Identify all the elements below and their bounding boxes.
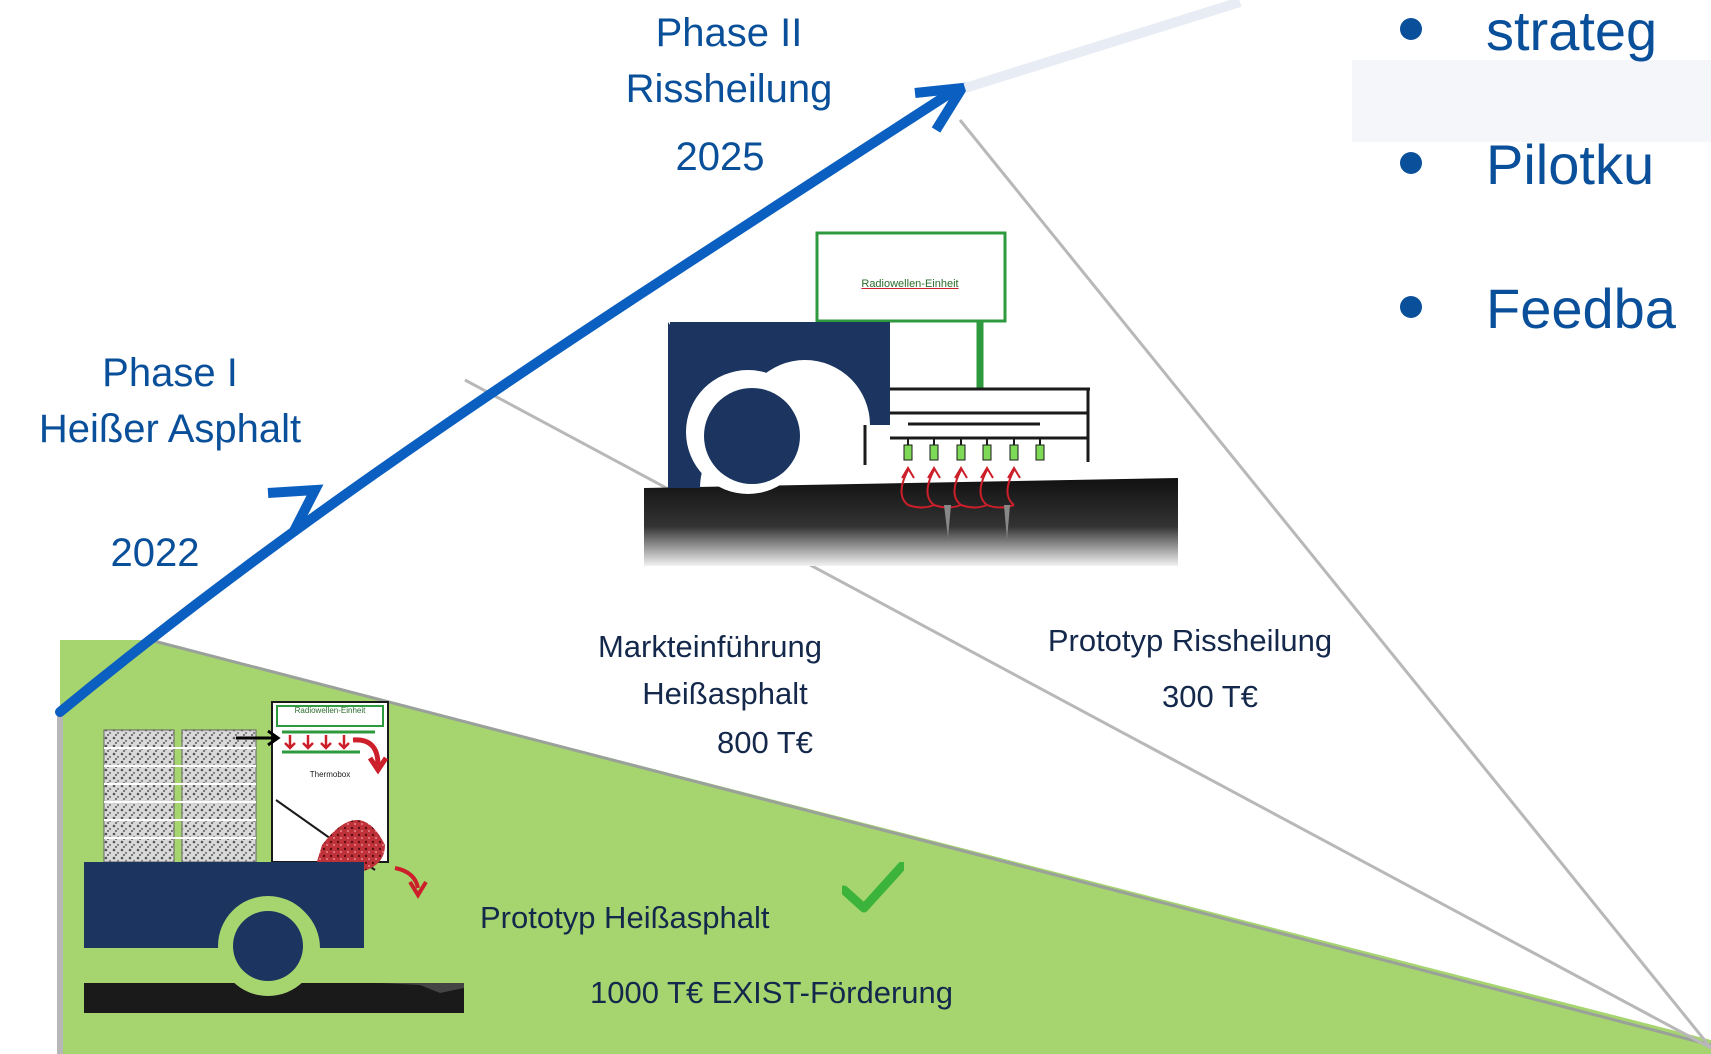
radio-unit-box-small xyxy=(276,705,384,727)
hot-asphalt-funding: 1000 T€ EXIST-Förderung xyxy=(590,975,954,1010)
bullet-dot-icon xyxy=(1400,152,1422,175)
radio-unit-label-small: Radiowellen-Einheit xyxy=(294,706,366,715)
phase-one-title: Phase I xyxy=(102,351,238,395)
phase-two-title: Phase II xyxy=(655,11,803,55)
crack-healing-truck-illustration xyxy=(644,231,1178,566)
bullet-dot-icon xyxy=(1400,296,1422,319)
faded-background-image xyxy=(1352,60,1711,142)
trailer-wheel xyxy=(233,911,303,981)
bullet-item: Pilotku xyxy=(1400,132,1654,197)
market-launch-label-line1: Markteinführung xyxy=(597,629,822,664)
radio-unit-label: Radiowellen-Einheit xyxy=(861,278,959,290)
faded-arrow-continuation xyxy=(963,0,1242,93)
bullet-dot-icon xyxy=(1400,18,1422,41)
phase-two-year: 2025 xyxy=(675,135,765,179)
growth-arrow xyxy=(55,85,960,717)
asphalt-pile xyxy=(315,820,385,872)
road-crack xyxy=(944,505,951,538)
crack-healing-prototype-label: Prototyp Rissheilung xyxy=(1047,623,1333,658)
red-flow-arrow xyxy=(352,737,381,766)
market-launch-label-line2: Heißasphalt xyxy=(642,676,808,711)
phase-one-year: 2022 xyxy=(110,531,200,575)
phase-one-subtitle: Heißer Asphalt xyxy=(38,407,302,451)
radio-unit-box xyxy=(815,231,1007,323)
phase-one-green-area xyxy=(60,640,1711,1054)
gravel-stack xyxy=(103,729,257,863)
road-surface-phase-two xyxy=(644,478,1178,566)
phase-two-arrowhead xyxy=(914,81,972,133)
trailer-body xyxy=(84,862,364,948)
hot-asphalt-truck-illustration xyxy=(84,701,464,1013)
bullet-item: Feedba xyxy=(1400,276,1676,341)
hot-asphalt-prototype-label: Prototyp Heißasphalt xyxy=(480,900,770,935)
crack-healing-prototype-amount: 300 T€ xyxy=(1162,679,1258,714)
checkmark-icon xyxy=(842,862,904,913)
market-launch-amount: 800 T€ xyxy=(717,725,813,760)
crack-healing-divider-line xyxy=(958,119,1711,1049)
green-area-edge xyxy=(149,638,1711,1047)
bullet-item: strateg xyxy=(1400,0,1657,63)
truck-wheel xyxy=(704,388,800,484)
thermobox-label: Thermobox xyxy=(309,770,351,779)
phase-one-arrowhead xyxy=(267,484,324,536)
phase-two-subtitle: Rissheilung xyxy=(625,67,833,111)
